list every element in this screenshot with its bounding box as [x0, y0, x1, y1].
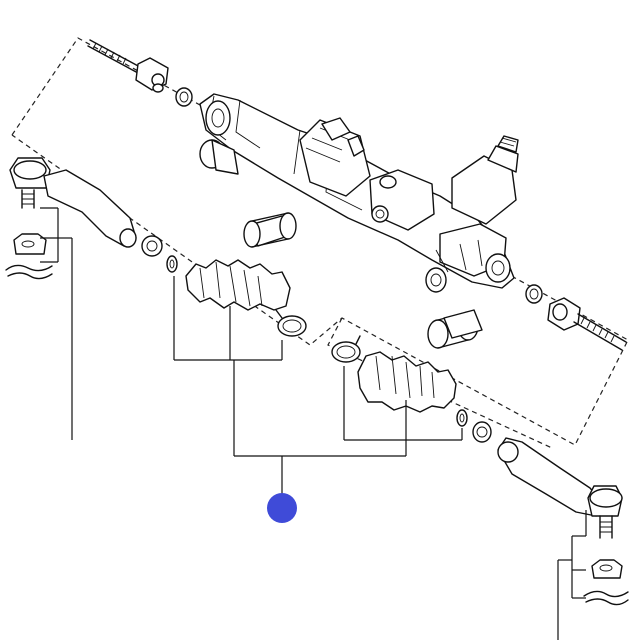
boot-clamp-right-large — [331, 335, 361, 363]
tie-rod-end-nut-right — [472, 421, 492, 443]
rack-bushing-lower — [427, 309, 483, 349]
outer-tie-rod-end-left — [9, 157, 137, 248]
rack-boot-left — [185, 259, 291, 311]
castle-nut-right — [591, 559, 623, 579]
outer-tie-rod-end-right — [497, 437, 623, 539]
tie-rod-lock-nut-left — [175, 87, 193, 107]
cotter-pin-right — [583, 590, 629, 606]
steering-gear-housing — [199, 93, 519, 293]
rack-boot-right — [357, 351, 457, 413]
rack-assembly-dashed-outline — [11, 37, 629, 449]
inner-tie-rod-right — [547, 297, 627, 351]
tie-rod-lock-nut-right — [525, 284, 543, 304]
boot-clamp-right-small — [456, 409, 468, 427]
boot-clamp-left-small — [166, 255, 178, 273]
rack-bushing-upper — [243, 212, 297, 248]
leader-lines — [40, 207, 587, 640]
tie-rod-end-nut-left — [141, 235, 163, 257]
inner-tie-rod-left — [87, 39, 169, 93]
blue-dot-marker-icon — [267, 493, 297, 523]
cotter-pin-left — [5, 264, 53, 280]
castle-nut-left — [13, 233, 47, 255]
boot-clamp-left-large — [275, 309, 307, 337]
